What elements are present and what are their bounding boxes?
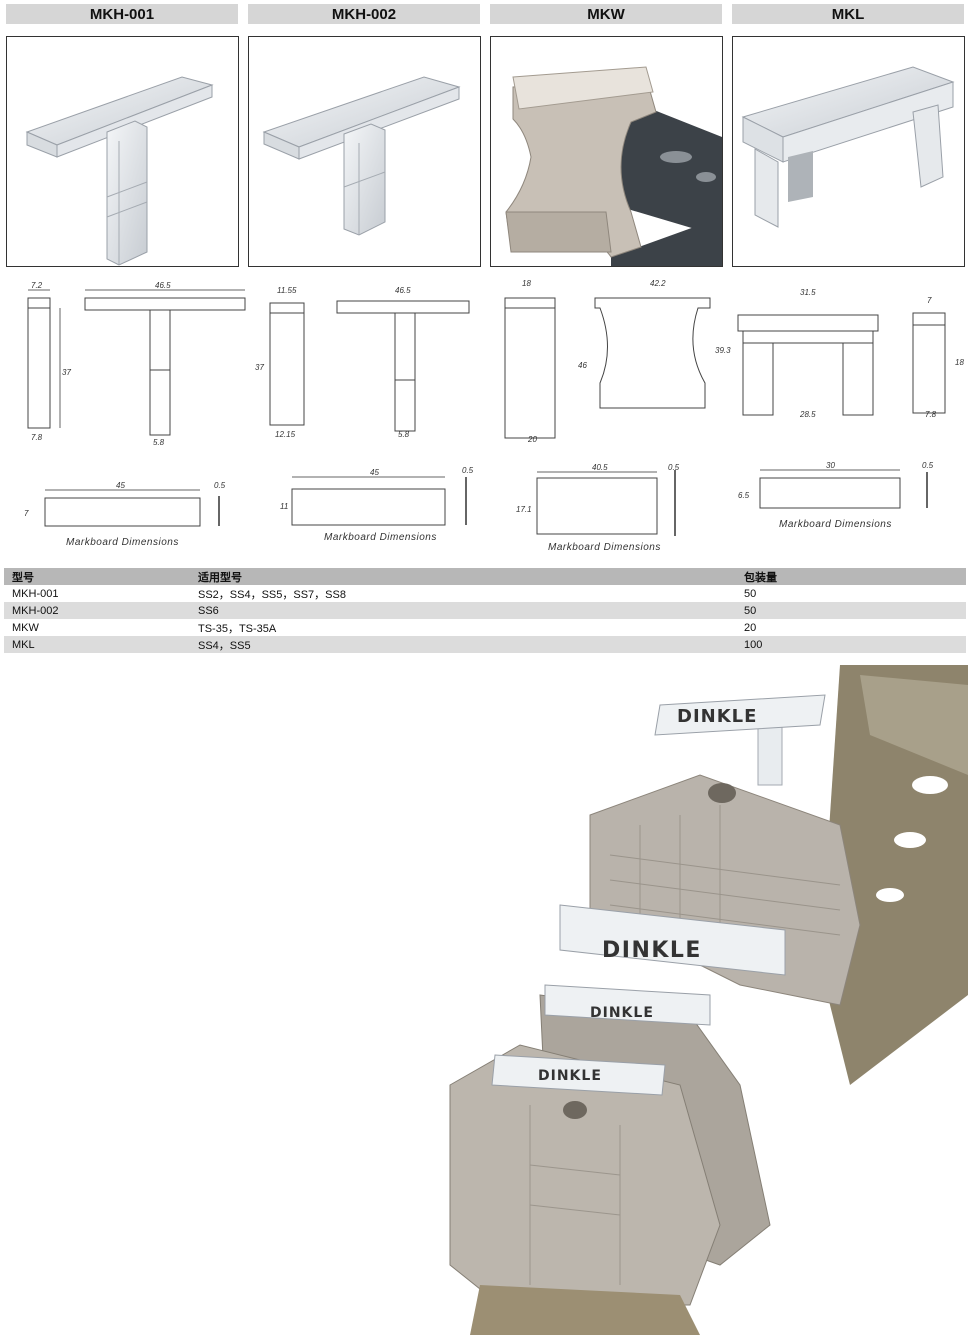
cell-qty: 50 [736, 602, 966, 619]
svg-text:30: 30 [826, 461, 835, 470]
svg-text:46: 46 [578, 361, 587, 370]
table-row: MKL SS4，SS5 100 [4, 636, 966, 653]
svg-text:45: 45 [116, 481, 125, 490]
svg-text:7.8: 7.8 [925, 410, 937, 419]
drawing-mkh-001: 7.2 37 7.8 46.5 5.8 [15, 280, 246, 455]
svg-text:7.2: 7.2 [31, 281, 43, 290]
svg-text:46.5: 46.5 [395, 286, 411, 295]
brand-label-1: DINKLE [677, 706, 757, 727]
cell-model: MKL [4, 636, 190, 653]
svg-text:17.1: 17.1 [516, 505, 532, 514]
cell-applicable: TS-35，TS-35A [198, 622, 277, 635]
brand-label-3: DINKLE [590, 1005, 654, 1021]
svg-text:40.5: 40.5 [592, 463, 608, 472]
cell-applicable: SS4，SS5 [190, 636, 736, 653]
photo-mkl [732, 36, 965, 267]
svg-text:18: 18 [522, 279, 531, 288]
cell-qty: 50 [744, 587, 757, 600]
svg-text:0.5: 0.5 [922, 461, 934, 470]
cell-qty: 20 [744, 621, 757, 634]
svg-text:0.5: 0.5 [214, 481, 226, 490]
cell-model: MKH-002 [4, 602, 190, 619]
svg-text:18: 18 [955, 358, 964, 367]
model-header-mkl: MKL [732, 4, 964, 24]
col-header-model: 型号 [4, 568, 190, 585]
svg-text:11.55: 11.55 [277, 286, 297, 295]
svg-text:6.5: 6.5 [738, 491, 750, 500]
markboard-caption-1: Markboard Dimensions [66, 537, 179, 548]
cell-applicable: SS6 [190, 602, 736, 619]
markboard-drawing-3: 40.5 17.1 0.5 [512, 462, 712, 547]
svg-text:42.2: 42.2 [650, 279, 666, 288]
svg-text:37: 37 [255, 363, 264, 372]
col-header-applicable: 适用型号 [190, 568, 736, 585]
table-row: MKW TS-35，TS-35A 20 [4, 619, 966, 636]
svg-text:20: 20 [527, 435, 537, 444]
svg-text:12.15: 12.15 [275, 430, 296, 439]
svg-text:45: 45 [370, 468, 379, 477]
markboard-drawing-2: 45 11 0.5 [280, 465, 480, 540]
svg-text:5.8: 5.8 [398, 430, 410, 439]
markboard-caption-2: Markboard Dimensions [324, 532, 437, 543]
markboard-drawing-1: 45 7 0.5 [20, 478, 240, 538]
markboard-caption-3: Markboard Dimensions [548, 542, 661, 553]
col-header-qty: 包装量 [736, 568, 966, 585]
photo-mkw [490, 36, 723, 267]
table-row: MKH-002 SS6 50 [4, 602, 966, 619]
svg-text:31.5: 31.5 [800, 288, 816, 297]
cell-model: MKW [12, 621, 39, 634]
svg-text:0.5: 0.5 [668, 463, 680, 472]
drawing-mkl: 31.5 28.5 7 18 7.8 [735, 285, 965, 440]
markboard-caption-4: Markboard Dimensions [779, 519, 892, 530]
table-header-row: 型号 适用型号 包装量 [4, 568, 966, 585]
cell-qty: 100 [736, 636, 966, 653]
svg-text:37: 37 [62, 368, 71, 377]
brand-label-4: DINKLE [538, 1068, 602, 1084]
svg-text:28.5: 28.5 [799, 410, 816, 419]
photo-mkh-001 [6, 36, 239, 267]
cell-applicable: SS2，SS4，SS5，SS7，SS8 [198, 588, 346, 601]
table-row: MKH-001 SS2，SS4，SS5，SS7，SS8 50 [4, 585, 966, 602]
product-scene-illustration: DINKLE DINKLE DINKLE DINKLE [440, 665, 968, 1335]
markboard-drawing-4: 30 6.5 0.5 [738, 458, 948, 523]
svg-text:5.8: 5.8 [153, 438, 165, 447]
brand-label-2: DINKLE [602, 938, 702, 963]
svg-text:7: 7 [927, 296, 932, 305]
drawing-mkh-002: 11.55 37 12.15 46.5 5.8 [255, 285, 475, 450]
svg-text:7: 7 [24, 509, 29, 518]
model-header-mkw: MKW [490, 4, 722, 24]
svg-text:11: 11 [280, 502, 288, 511]
model-header-mkh-002: MKH-002 [248, 4, 480, 24]
spec-table: 型号 适用型号 包装量 MKH-001 SS2，SS4，SS5，SS7，SS8 … [4, 568, 966, 653]
cell-model: MKH-001 [12, 587, 59, 600]
drawing-mkw: 18 20 42.2 46 39.3 [500, 278, 731, 453]
svg-text:46.5: 46.5 [155, 281, 171, 290]
svg-text:0.5: 0.5 [462, 466, 474, 475]
svg-text:39.3: 39.3 [715, 346, 731, 355]
model-header-mkh-001: MKH-001 [6, 4, 238, 24]
svg-text:7.8: 7.8 [31, 433, 43, 442]
photo-mkh-002 [248, 36, 481, 267]
